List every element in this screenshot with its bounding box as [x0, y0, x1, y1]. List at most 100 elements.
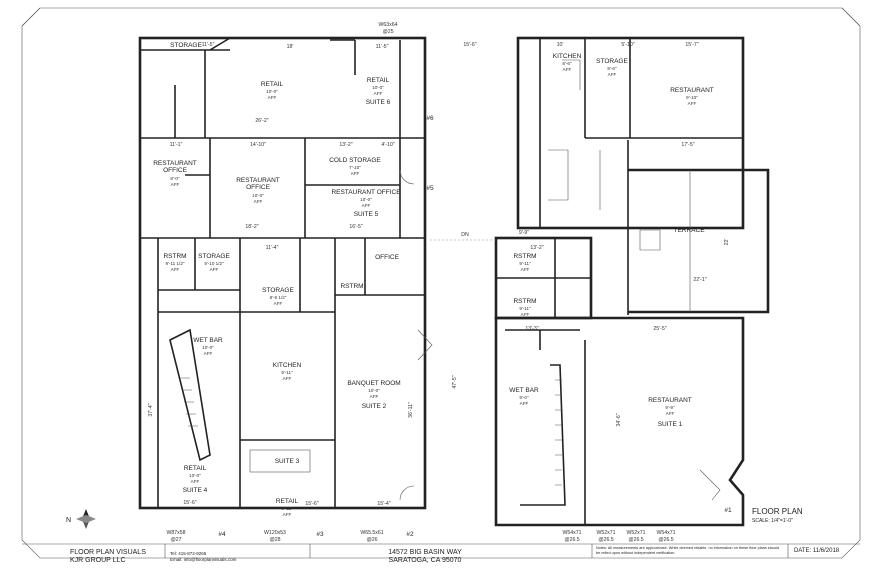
svg-text:9'-11 1/2": 9'-11 1/2"	[165, 261, 184, 266]
svg-text:15'-6": 15'-6"	[463, 42, 476, 48]
svg-text:AFF: AFF	[274, 301, 283, 306]
svg-text:15'-6": 15'-6"	[305, 501, 318, 507]
right-building	[494, 36, 770, 527]
address-line-1: 14572 BIG BASIN WAY	[388, 549, 462, 556]
svg-text:11'-5": 11'-5"	[376, 44, 389, 50]
svg-text:11'-5": 11'-5"	[202, 42, 215, 48]
svg-text:@26.5: @26.5	[564, 537, 579, 543]
svg-text:@26.5: @26.5	[598, 537, 613, 543]
svg-text:AFF: AFF	[210, 267, 219, 272]
svg-text:13'-3": 13'-3"	[525, 326, 538, 332]
company-name: FLOOR PLAN VISUALS	[70, 549, 146, 556]
svg-text:10'-0": 10'-0"	[266, 89, 278, 94]
address-line-2: SARATOGA, CA 95070	[388, 557, 462, 564]
svg-text:@26: @26	[366, 537, 377, 543]
svg-text:9'-10": 9'-10"	[686, 95, 698, 100]
room-retail-suite3: RETAIL	[276, 498, 299, 505]
title-block-date: DATE: 11/6/2018	[794, 548, 840, 554]
room-office: OFFICE	[375, 254, 399, 261]
svg-text:AFF: AFF	[171, 267, 180, 272]
svg-text:9'-11": 9'-11"	[519, 306, 531, 311]
svg-text:8'-9 1/2": 8'-9 1/2"	[270, 295, 287, 300]
svg-text:#4: #4	[218, 531, 226, 538]
svg-text:W54x71: W54x71	[562, 530, 581, 536]
room-retail-b: RETAIL	[367, 77, 390, 84]
svg-text:W54x71: W54x71	[656, 530, 675, 536]
svg-text:#2: #2	[406, 531, 414, 538]
svg-text:#1: #1	[724, 507, 732, 514]
north-label: N	[66, 517, 71, 524]
svg-text:@26.5: @26.5	[658, 537, 673, 543]
svg-text:AFF: AFF	[171, 182, 180, 187]
svg-text:AFF: AFF	[283, 376, 292, 381]
svg-text:AFF: AFF	[254, 199, 263, 204]
suite-3-label: SUITE 3	[275, 458, 300, 465]
svg-text:8'-0": 8'-0"	[170, 176, 180, 181]
svg-text:37'-4": 37'-4"	[148, 403, 154, 416]
svg-text:9'-9": 9'-9"	[665, 405, 675, 410]
svg-text:34'-6": 34'-6"	[616, 413, 622, 426]
room-rstrm-left: RSTRM	[163, 253, 186, 260]
svg-text:AFF: AFF	[521, 312, 530, 317]
svg-text:@27: @27	[170, 537, 181, 543]
room-restaurant-office-c: RESTAURANT OFFICE	[331, 189, 401, 196]
svg-text:7'-10": 7'-10"	[349, 165, 361, 170]
svg-text:8'-6": 8'-6"	[607, 66, 617, 71]
room-terrace: TERRACE	[673, 227, 705, 234]
svg-text:AFF: AFF	[608, 72, 617, 77]
room-kitchen-mid: KITCHEN	[273, 362, 302, 369]
svg-text:25'-5": 25'-5"	[653, 326, 666, 332]
suite-2-label: SUITE 2	[362, 403, 387, 410]
svg-text:AFF: AFF	[351, 171, 360, 176]
north-arrow-icon: N	[66, 509, 96, 529]
svg-text:26'-2": 26'-2"	[255, 118, 268, 124]
svg-text:AFF: AFF	[521, 267, 530, 272]
svg-text:AFF: AFF	[520, 401, 529, 406]
svg-text:9'-9": 9'-9"	[519, 230, 529, 236]
dimension-labels: 11'-5" 18' 11'-5" 15'-6" 10' 5'-10" 15'-…	[148, 42, 730, 507]
room-wet-bar-left: WET BAR	[193, 337, 223, 344]
svg-text:11'-4": 11'-4"	[266, 245, 279, 251]
svg-text:10'-0": 10'-0"	[202, 345, 214, 350]
room-wet-bar-right: WET BAR	[509, 387, 539, 394]
title-block-company: FLOOR PLAN VISUALS KJR GROUP LLC	[70, 549, 146, 565]
svg-text:#3: #3	[316, 531, 324, 538]
room-cold-storage: COLD STORAGE	[329, 157, 381, 164]
left-building	[138, 36, 433, 510]
svg-text:15'-7": 15'-7"	[685, 42, 698, 48]
svg-text:DN: DN	[461, 232, 469, 238]
svg-text:10'-0": 10'-0"	[360, 197, 372, 202]
svg-text:AFF: AFF	[374, 91, 383, 96]
title-block-address: 14572 BIG BASIN WAY SARATOGA, CA 95070	[380, 549, 470, 565]
svg-text:10'-0": 10'-0"	[189, 473, 201, 478]
svg-text:W65.5x61: W65.5x61	[360, 530, 383, 536]
svg-text:10': 10'	[557, 42, 564, 48]
suite-4-label: SUITE 4	[183, 487, 208, 494]
contact-tel: Tel: 415-872-9265	[170, 551, 207, 556]
room-restaurant-top: RESTAURANT	[670, 87, 714, 94]
svg-text:#5: #5	[426, 185, 434, 192]
svg-text:AFF: AFF	[362, 203, 371, 208]
svg-text:AFF: AFF	[370, 394, 379, 399]
svg-text:4'-10": 4'-10"	[381, 142, 394, 148]
svg-text:AFF: AFF	[268, 95, 277, 100]
svg-text:@28: @28	[269, 537, 280, 543]
svg-text:AFF: AFF	[204, 351, 213, 356]
svg-text:36'-11": 36'-11"	[408, 402, 414, 418]
svg-text:14'-10": 14'-10"	[250, 142, 266, 148]
svg-text:13'-2": 13'-2"	[339, 142, 352, 148]
room-restaurant-main: RESTAURANT	[648, 397, 692, 404]
svg-text:11'-1": 11'-1"	[170, 142, 183, 148]
svg-text:22'-1": 22'-1"	[693, 277, 706, 283]
room-labels: STORAGE RETAIL 10'-0" AFF RETAIL 10'-0" …	[153, 42, 714, 517]
svg-text:W120x53: W120x53	[264, 530, 286, 536]
plan-title: FLOOR PLAN	[752, 507, 803, 516]
svg-text:16'-5": 16'-5"	[349, 224, 362, 230]
svg-text:@26.5: @26.5	[628, 537, 643, 543]
svg-text:AFF: AFF	[283, 512, 292, 517]
company-group: KJR GROUP LLC	[70, 557, 126, 564]
